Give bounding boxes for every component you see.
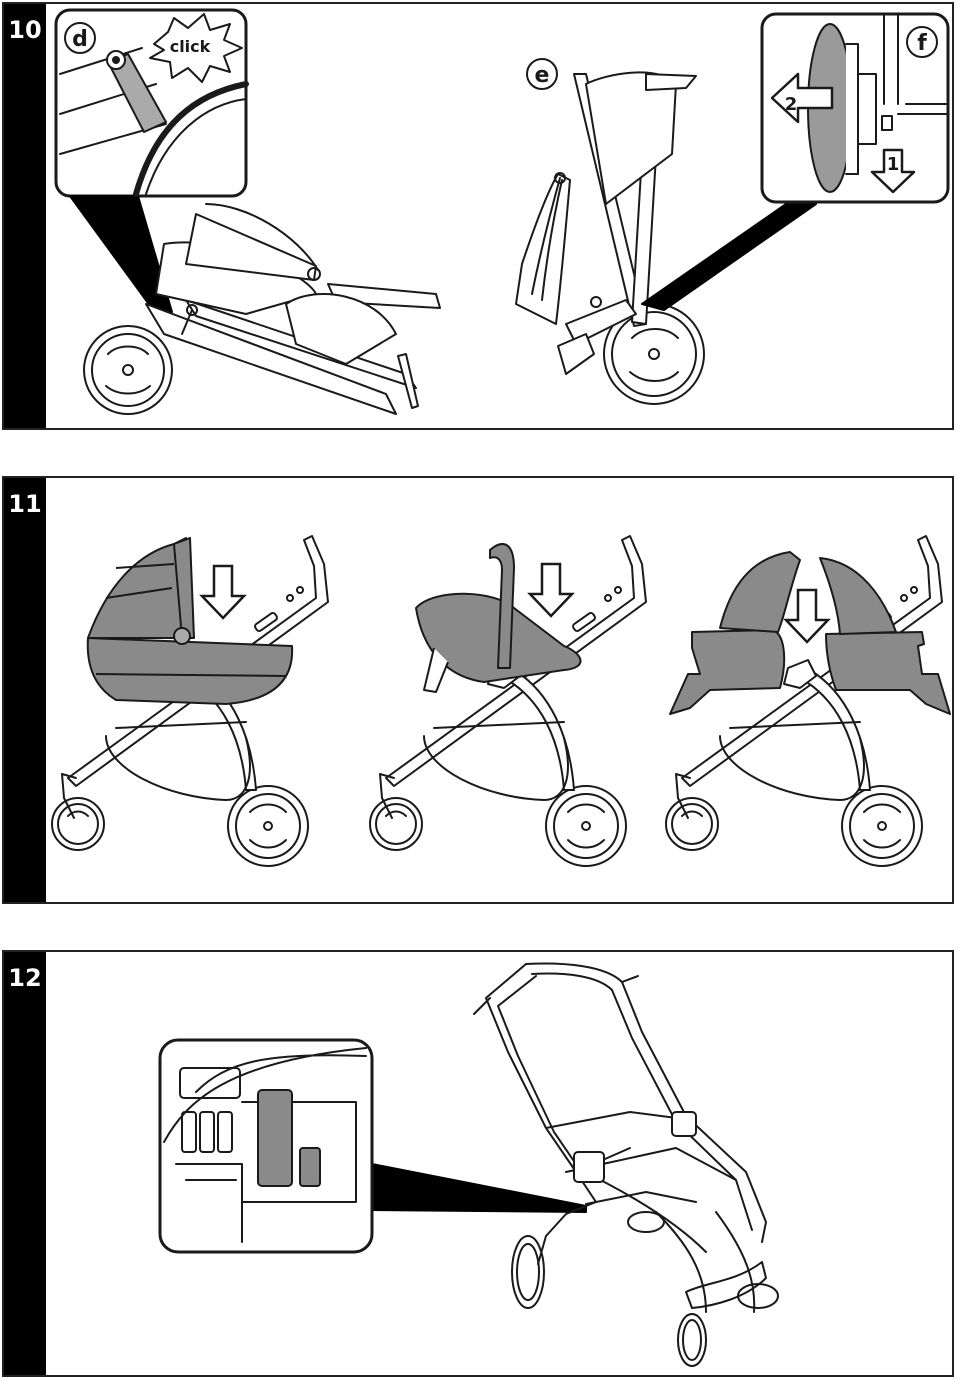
label-e-circle [526,58,558,90]
step-number-bar: 10 [4,4,46,428]
button-small [299,1147,321,1187]
folded-stroller-side [83,203,441,415]
step-number: 11 [8,490,42,518]
car-seat-handle [489,543,515,669]
folded-stroller-upright [515,71,705,405]
label-d-circle [64,22,96,54]
click-burst [149,13,243,83]
step-number-bar: 11 [4,478,46,902]
step-number: 10 [8,16,42,44]
down-arrow [527,562,575,618]
down-arrow [199,564,247,620]
stroller-with-car-seat [369,535,647,867]
button-large [257,1089,293,1187]
stroller-with-carrycot [51,535,329,867]
step-number-bar: 12 [4,952,46,1375]
detail-d-callout-box [54,8,248,198]
step-number: 12 [8,964,42,992]
label-e: e [535,63,550,88]
adapter-left [669,629,786,715]
click-text: click [170,37,211,56]
label-f: f [917,31,927,56]
arrow-down [870,148,916,194]
down-arrow [783,588,831,644]
carrycot-body [86,637,294,705]
step-10-illustration: d e f click 2 1 [54,8,950,415]
step-12-panel: 12 [2,950,954,1377]
arrow-1-number: 1 [887,154,900,175]
detail-d-pointer [69,195,173,315]
arrow-2-number: 2 [785,94,798,115]
step-12-illustration [158,962,779,1367]
label-f-circle [906,26,938,58]
step-11-panel: 11 [2,476,954,904]
arrow-left [770,72,834,124]
stroller-with-adapters [665,535,951,867]
label-d: d [72,27,88,52]
adapter-right [825,631,951,715]
step-10-panel: 10 [2,2,954,430]
stroller-frame-folding [473,962,779,1367]
step-11-illustration [51,535,951,867]
detail-f-pointer [641,203,817,311]
detail-pointer [371,1163,587,1213]
